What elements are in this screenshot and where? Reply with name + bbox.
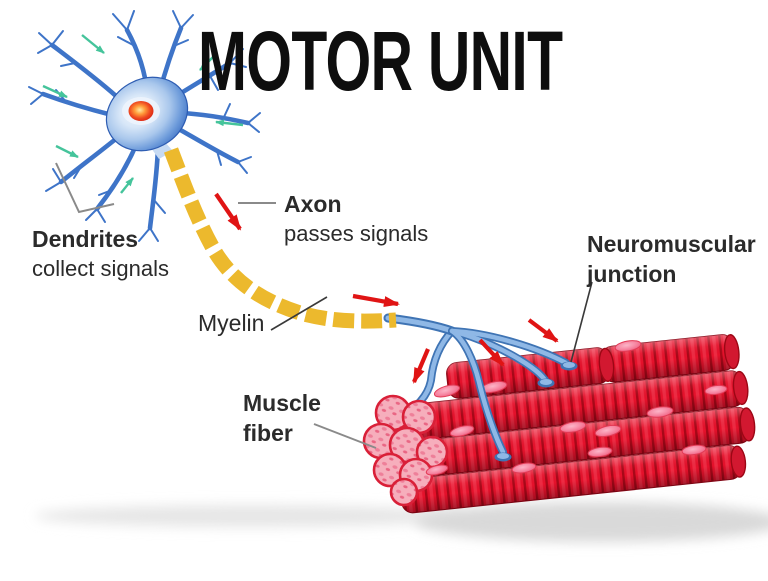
incoming-signal-arrow-icon [55,144,79,159]
nucleus [128,101,154,121]
label-dendrites-heading: Dendrites [32,226,139,252]
signal-direction-arrows [214,192,559,384]
pointer-line-dendrites [55,162,115,214]
label-muscle-line2: fiber [243,420,293,447]
incoming-signal-arrow-icon [42,84,68,99]
muscle-surface-nuclei [425,340,728,476]
label-axon: Axon passes signals [284,189,428,248]
label-junction-line1: Neuromuscular [587,231,756,257]
label-axon-sub: passes signals [284,221,429,247]
pointer-line-junction [570,281,593,363]
label-muscle-line1: Muscle [243,390,321,416]
axon-terminal-branches [448,327,570,456]
incoming-signal-arrow-icon [81,34,105,54]
incoming-signal-arrows [42,34,244,194]
incoming-signal-arrow-icon [199,55,215,71]
label-dendrites-sub: collect signals [32,256,169,282]
pointer-lines [55,162,593,449]
label-muscle-fiber: Muscle fiber [243,388,321,449]
neuromuscular-junction-discs [494,361,578,462]
pointer-line-myelin [270,296,328,331]
signal-direction-arrow-icon [352,293,400,307]
axon-blue-segment [383,313,457,336]
myelin-sheath [163,147,397,329]
incoming-signal-arrow-icon [215,119,244,127]
signal-direction-arrow-icon [527,318,559,343]
label-axon-heading: Axon [284,191,342,217]
signal-direction-arrow-icon [214,192,242,231]
label-dendrites: Dendrites collect signals [32,224,169,283]
signal-direction-arrow-icon [478,338,505,367]
label-myelin: Myelin [198,310,265,336]
ground-shadow [35,502,768,542]
diagram-title: MOTOR UNIT [198,14,563,108]
muscle-fiber-cross-sections [362,394,449,507]
label-junction-line2: junction [587,261,677,288]
incoming-signal-arrow-icon [120,177,134,194]
signal-direction-arrow-icon [412,348,430,384]
label-neuromuscular-junction: Neuromuscular junction [587,229,756,290]
pointer-line-muscle [313,423,377,449]
soma [105,76,189,159]
